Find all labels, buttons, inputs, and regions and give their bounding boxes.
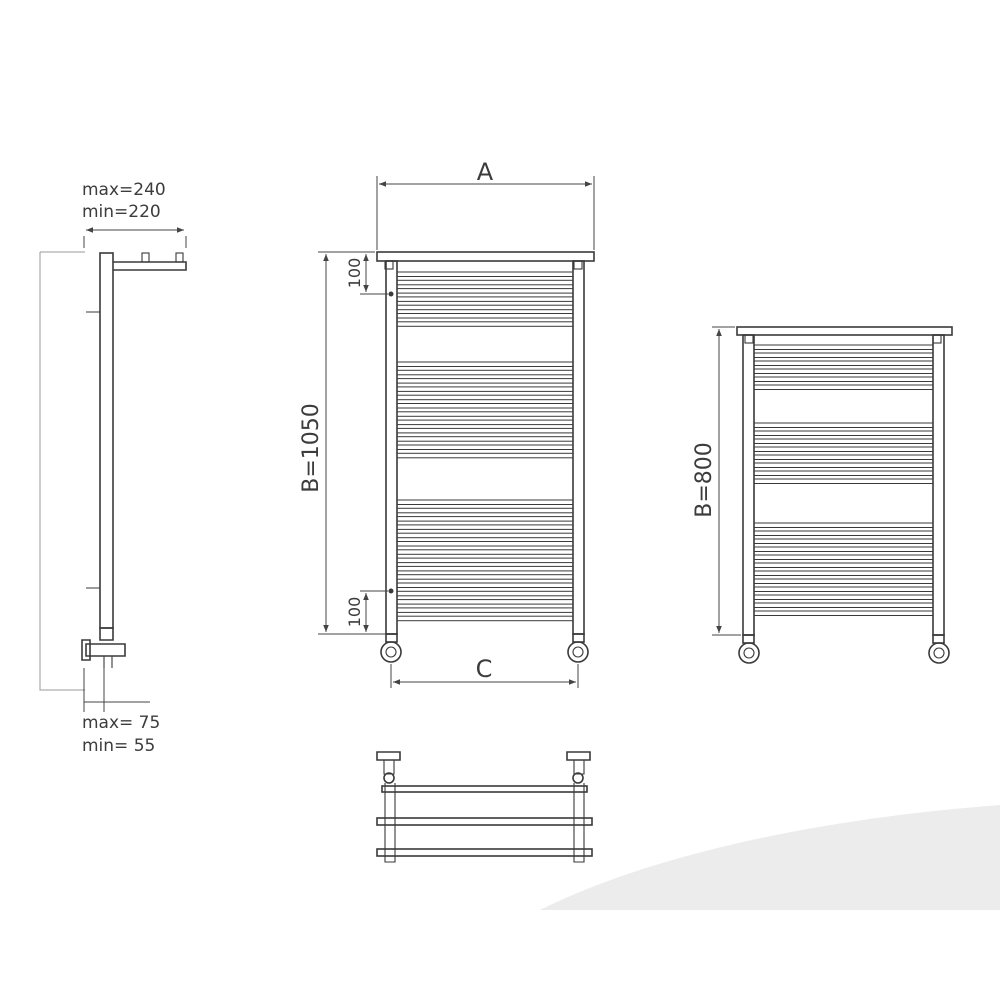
valve-left	[738, 634, 760, 664]
heating-bar	[396, 532, 574, 539]
heating-bar	[396, 403, 574, 409]
heating-bar	[396, 549, 574, 555]
front-view-1050	[318, 176, 595, 688]
heating-bar	[753, 478, 934, 484]
heating-bar	[753, 454, 934, 460]
heating-bar	[396, 279, 574, 286]
heating-bar	[753, 470, 934, 476]
heating-bar	[396, 304, 574, 311]
heating-bar	[396, 516, 574, 522]
front-view-800	[712, 326, 953, 664]
heating-bar	[753, 570, 934, 576]
heating-bar	[396, 411, 574, 417]
heating-bar	[396, 386, 574, 392]
heating-bar	[753, 422, 934, 428]
heating-bar	[753, 344, 934, 350]
depth-max-label: max=240	[82, 180, 166, 200]
heating-bar	[753, 438, 934, 444]
width-label-a: A	[477, 158, 494, 186]
offset-min-label: min= 55	[82, 736, 155, 756]
heating-bar	[753, 462, 934, 468]
heating-bar	[753, 586, 934, 592]
heating-bar	[396, 541, 574, 547]
heating-bar	[396, 524, 574, 530]
heating-bar	[396, 444, 574, 450]
heating-bar	[396, 574, 574, 580]
top-offset-label: 100	[345, 258, 364, 289]
valve-right	[567, 633, 589, 663]
heating-bar	[753, 546, 934, 552]
heating-bar	[396, 499, 574, 505]
heating-bar	[753, 352, 934, 358]
heating-bar	[396, 378, 574, 384]
heating-bar	[753, 384, 934, 390]
heating-bar	[396, 607, 574, 613]
side-view	[39, 227, 187, 712]
heating-bar	[753, 554, 934, 560]
heating-bar	[753, 530, 934, 536]
heating-bar	[396, 288, 574, 294]
heating-bar	[396, 394, 574, 401]
heating-bars	[396, 271, 574, 622]
heating-bar	[396, 582, 574, 588]
heating-bar	[396, 427, 574, 434]
heating-bar	[396, 452, 574, 459]
heating-bar	[753, 602, 934, 608]
height-label-800: B=800	[692, 442, 717, 518]
heating-bars	[753, 344, 934, 616]
heating-bar	[396, 313, 574, 319]
heating-bar	[396, 599, 574, 605]
heating-bar	[396, 321, 574, 327]
height-label-1050: B=1050	[299, 403, 324, 493]
heating-bar	[396, 369, 574, 376]
top-view	[376, 751, 593, 863]
heating-bar	[396, 615, 574, 622]
heating-bar	[396, 271, 574, 277]
heating-bar	[753, 368, 934, 374]
offset-max-label: max= 75	[82, 713, 160, 733]
valve-right	[928, 634, 950, 664]
bottom-offset-label: 100	[345, 597, 364, 628]
valve-left	[380, 633, 402, 663]
heating-bar	[753, 360, 934, 366]
depth-min-label: min=220	[82, 202, 161, 222]
heating-bar	[753, 376, 934, 382]
heating-bar	[396, 557, 574, 564]
heating-bar	[753, 446, 934, 452]
heating-bar	[396, 361, 574, 367]
heating-bar	[753, 522, 934, 528]
heating-bar	[396, 419, 574, 426]
heating-bar	[396, 565, 574, 572]
heating-bar	[396, 296, 574, 302]
background-swoosh	[540, 805, 1000, 910]
connection-label-c: C	[476, 655, 493, 683]
heating-bar	[753, 594, 934, 600]
heating-bar	[396, 436, 574, 442]
heating-bar	[753, 538, 934, 544]
heating-bar	[753, 430, 934, 436]
heating-bar	[753, 562, 934, 568]
heating-bar	[396, 590, 574, 597]
heating-bar	[396, 507, 574, 514]
heating-bar	[753, 610, 934, 616]
heating-bar	[753, 578, 934, 584]
